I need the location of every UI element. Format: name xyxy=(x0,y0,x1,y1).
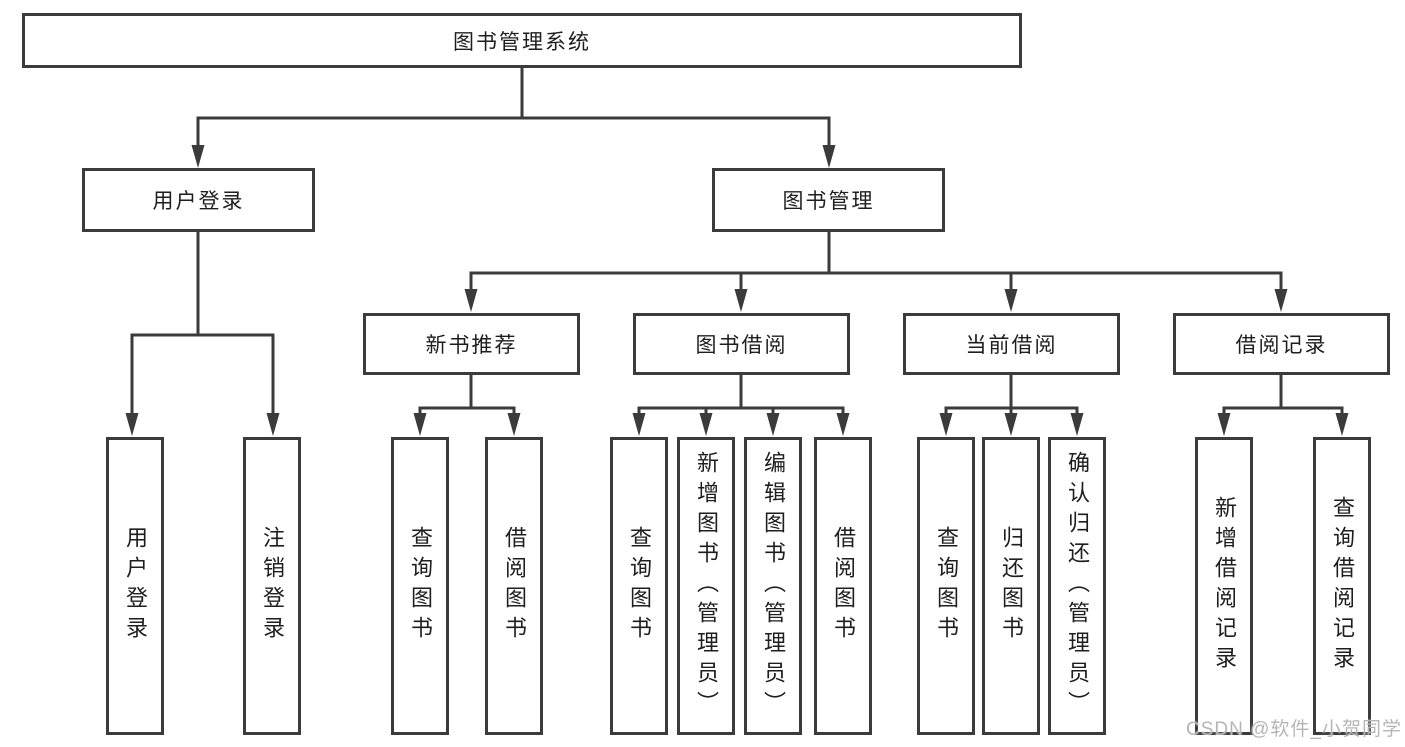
node-book-management-label: 图书管理 xyxy=(782,190,875,213)
connector-userlogin-to-leaves xyxy=(125,232,280,436)
node-book-management: 图书管理 xyxy=(712,168,945,232)
leaf-query-books-3-label: 查询图书 xyxy=(934,526,959,646)
leaf-borrow-books-1: 借阅图书 xyxy=(485,437,543,735)
leaf-borrow-books-2-label: 借阅图书 xyxy=(831,526,856,646)
node-new-book-recommend-label: 新书推荐 xyxy=(425,334,518,357)
leaf-add-book-admin: 新增图书（管理员） xyxy=(677,437,735,735)
leaf-logout: 注销登录 xyxy=(243,437,301,735)
leaf-logout-label: 注销登录 xyxy=(260,526,285,646)
leaf-query-books-1-label: 查询图书 xyxy=(408,526,433,646)
leaf-add-borrow-record-label: 新增借阅记录 xyxy=(1212,496,1237,676)
connector-newbook-to-leaves xyxy=(413,375,521,436)
node-book-borrow: 图书借阅 xyxy=(633,313,850,375)
connector-root-to-level2 xyxy=(191,68,836,168)
node-book-borrow-label: 图书借阅 xyxy=(695,334,788,357)
leaf-edit-book-admin: 编辑图书（管理员） xyxy=(744,437,802,735)
node-root-label: 图书管理系统 xyxy=(453,30,591,54)
node-user-login: 用户登录 xyxy=(82,168,315,232)
connector-currentborrow-to-leaves xyxy=(939,375,1084,436)
leaf-add-borrow-record: 新增借阅记录 xyxy=(1195,437,1253,735)
leaf-edit-book-admin-label: 编辑图书（管理员） xyxy=(761,451,786,721)
leaf-user-login-label: 用户登录 xyxy=(123,526,148,646)
node-current-borrow-label: 当前借阅 xyxy=(965,334,1058,357)
leaf-query-borrow-record-label: 查询借阅记录 xyxy=(1330,496,1355,676)
leaf-return-book-label: 归还图书 xyxy=(999,526,1024,646)
leaf-add-book-admin-label: 新增图书（管理员） xyxy=(694,451,719,721)
node-new-book-recommend: 新书推荐 xyxy=(363,313,580,375)
node-current-borrow: 当前借阅 xyxy=(903,313,1120,375)
connector-records-to-leaves xyxy=(1217,375,1349,436)
connector-bookborrow-to-leaves xyxy=(632,375,850,436)
leaf-borrow-books-1-label: 借阅图书 xyxy=(502,526,527,646)
node-borrow-records-label: 借阅记录 xyxy=(1235,334,1328,357)
connector-bookmgmt-to-level3 xyxy=(464,232,1288,312)
leaf-query-books-1: 查询图书 xyxy=(391,437,449,735)
watermark: CSDN @软件_小贺同学 xyxy=(1186,719,1402,740)
leaf-user-login: 用户登录 xyxy=(106,437,164,735)
leaf-return-book: 归还图书 xyxy=(982,437,1040,735)
node-borrow-records: 借阅记录 xyxy=(1173,313,1390,375)
leaf-query-borrow-record: 查询借阅记录 xyxy=(1313,437,1371,735)
leaf-query-books-2: 查询图书 xyxy=(610,437,668,735)
leaf-confirm-return-admin-label: 确认归还（管理员） xyxy=(1065,451,1090,721)
node-root: 图书管理系统 xyxy=(22,13,1022,68)
node-user-login-label: 用户登录 xyxy=(152,190,245,213)
leaf-borrow-books-2: 借阅图书 xyxy=(814,437,872,735)
leaf-query-books-3: 查询图书 xyxy=(917,437,975,735)
leaf-query-books-2-label: 查询图书 xyxy=(627,526,652,646)
leaf-confirm-return-admin: 确认归还（管理员） xyxy=(1048,437,1106,735)
